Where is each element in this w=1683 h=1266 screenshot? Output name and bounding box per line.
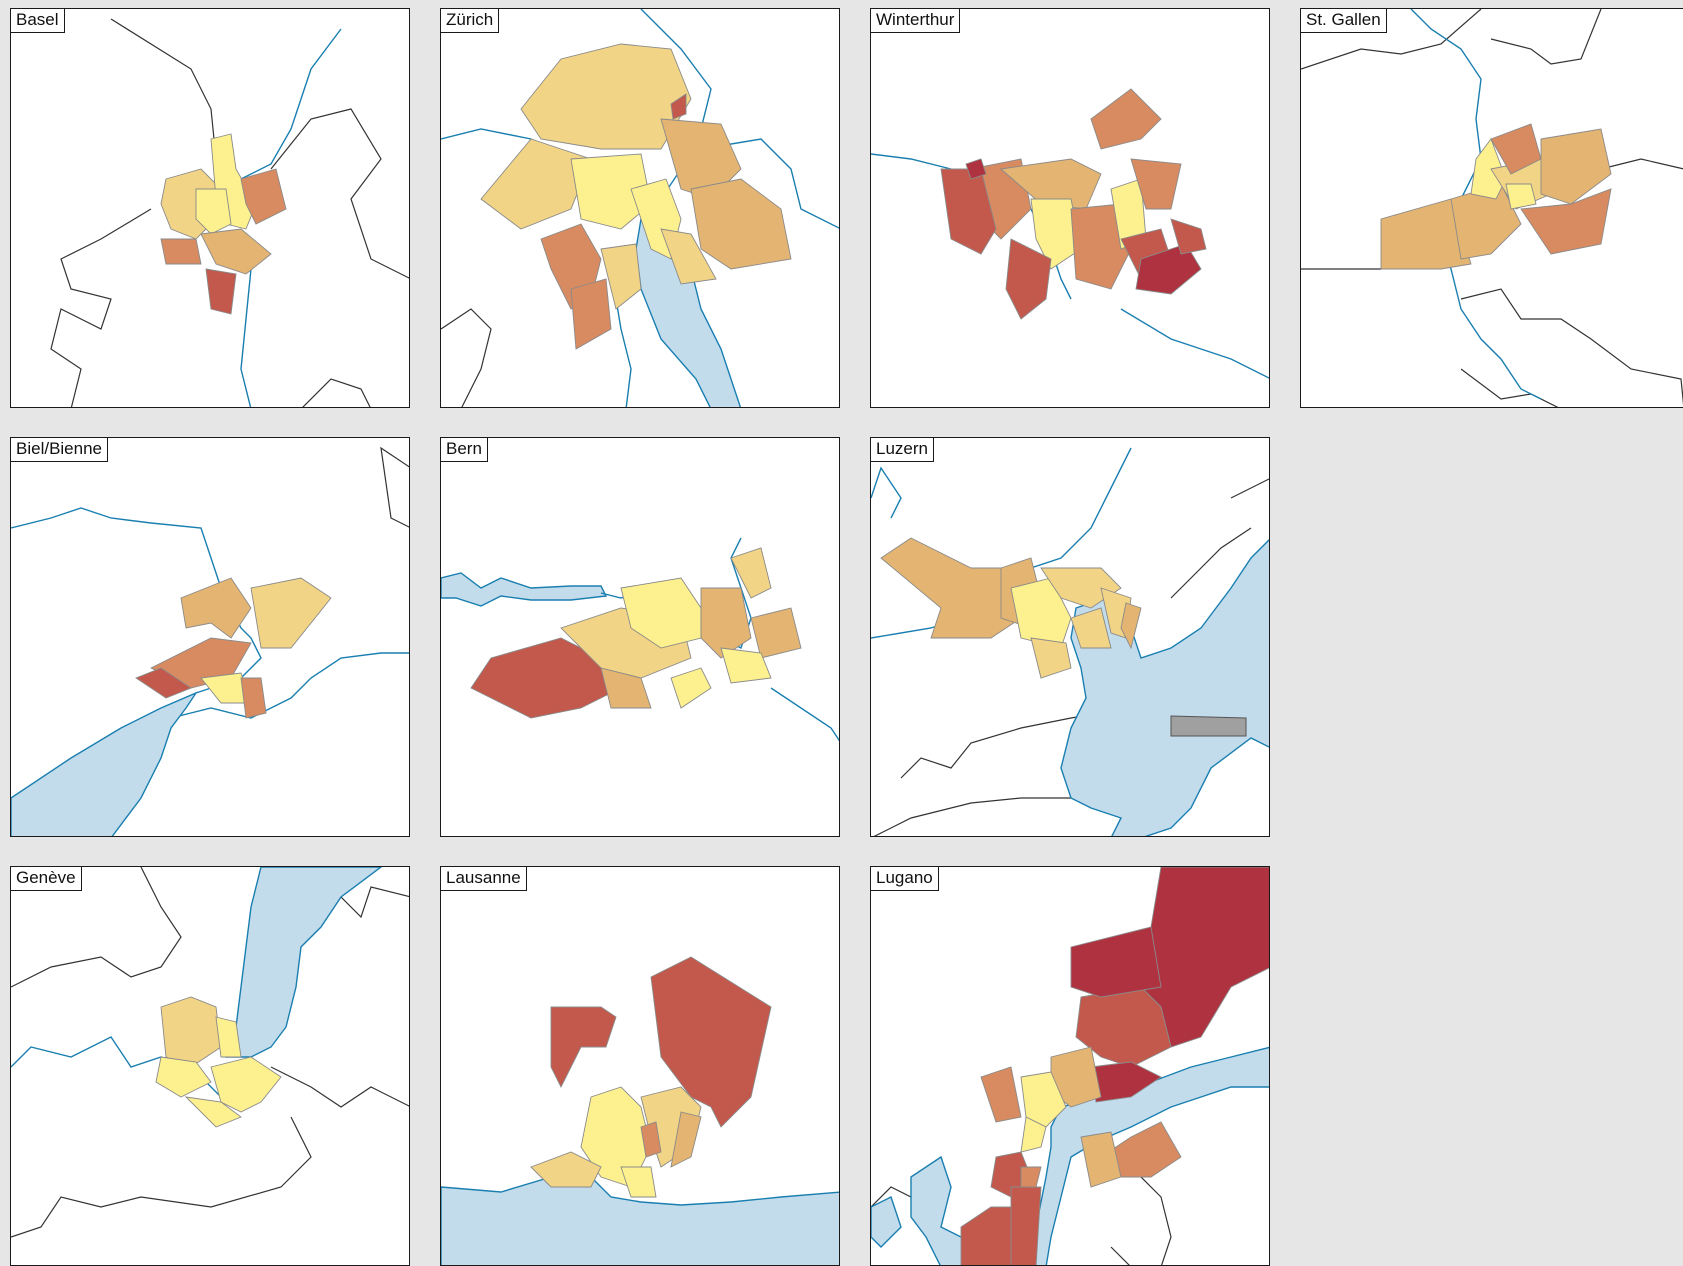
- map-label-biel: Biel/Bienne: [11, 438, 109, 462]
- map-luzern: [871, 447, 1269, 836]
- map-geneve: [11, 867, 409, 1238]
- map-panel-lausanne: Lausanne: [440, 866, 840, 1266]
- map-panel-bern: Bern: [440, 437, 840, 837]
- map-panel-biel: Biel/Bienne: [10, 437, 410, 837]
- map-label-luzern: Luzern: [871, 438, 934, 462]
- map-basel: [50, 18, 409, 407]
- map-panel-lugano: Lugano: [870, 866, 1270, 1266]
- map-label-lugano: Lugano: [871, 867, 939, 891]
- map-label-lausanne: Lausanne: [441, 867, 527, 891]
- map-panel-geneve: Genève: [10, 866, 410, 1266]
- map-label-bern: Bern: [441, 438, 488, 462]
- map-panel-stgallen: St. Gallen: [1300, 8, 1683, 408]
- map-stgallen: [1301, 9, 1683, 407]
- map-lausanne: [441, 956, 839, 1265]
- map-panel-basel: Basel: [10, 8, 410, 408]
- map-label-stgallen: St. Gallen: [1301, 9, 1387, 33]
- map-panel-luzern: Luzern: [870, 437, 1270, 837]
- map-label-winterthur: Winterthur: [871, 9, 961, 33]
- map-biel: [11, 446, 409, 836]
- map-label-basel: Basel: [11, 9, 65, 33]
- map-panel-winterthur: Winterthur: [870, 8, 1270, 408]
- map-label-zurich: Zürich: [441, 9, 500, 33]
- map-bern: [441, 537, 839, 742]
- map-winterthur: [871, 88, 1269, 379]
- map-label-geneve: Genève: [11, 867, 82, 891]
- map-zurich: [441, 9, 839, 407]
- map-lugano: [871, 867, 1269, 1265]
- map-panel-zurich: Zürich: [440, 8, 840, 408]
